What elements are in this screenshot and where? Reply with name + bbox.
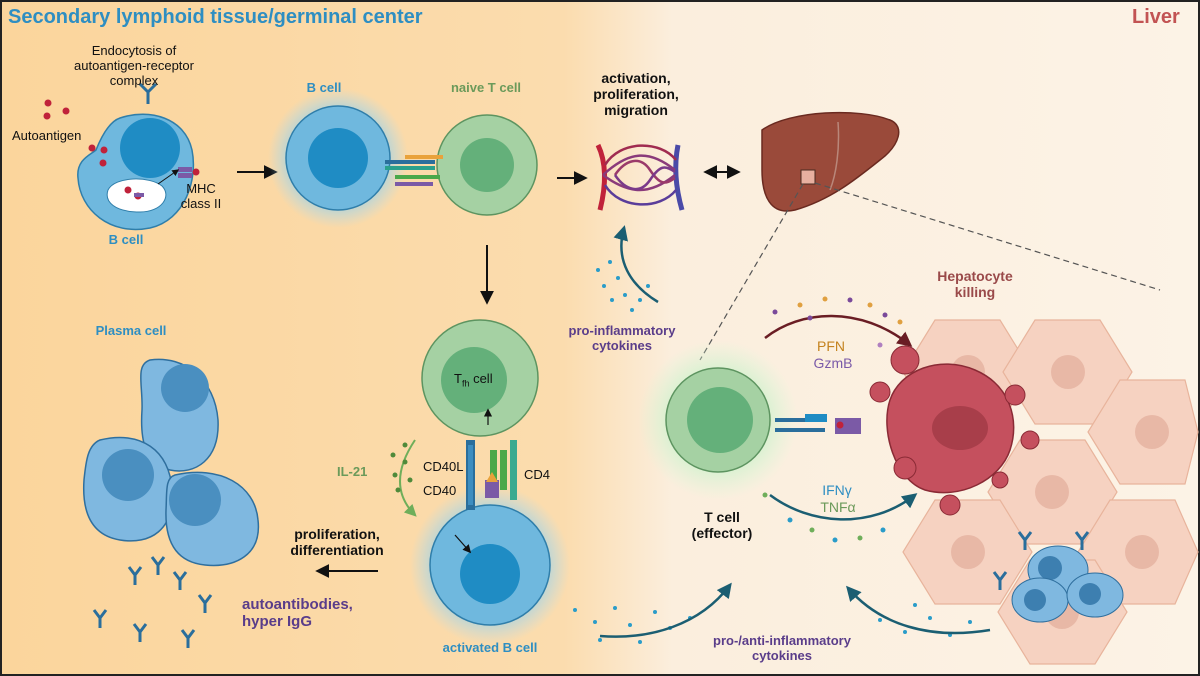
tfh-b-cell-pair	[410, 319, 570, 645]
proliferation-differentiation-label: proliferation, differentiation	[290, 526, 384, 559]
autoantibodies-label: autoantibodies, hyper IgG	[242, 596, 353, 631]
ifng-dots	[762, 492, 886, 543]
left-panel-title: Secondary lymphoid tissue/germinal cente…	[8, 6, 423, 28]
endocytosis-b-cell	[43, 82, 200, 231]
blood-vessels	[595, 143, 685, 211]
b-cell-naive-t-pair	[268, 88, 538, 228]
tnfa-label: TNFα	[820, 499, 856, 515]
pfn-label: PFN	[817, 338, 845, 354]
ifng-arrow	[769, 493, 918, 521]
endocytosis-label: Endocytosis of autoantigen-receptor comp…	[74, 43, 194, 88]
cytokine-arrow-bottom-right	[846, 585, 991, 635]
cd40-label: CD40	[423, 483, 457, 498]
t-cell-effector-label: T cell (effector)	[691, 509, 753, 542]
pfn-arrow	[764, 314, 913, 347]
zoom-line-left	[699, 183, 804, 361]
liver-antibodies	[992, 531, 1090, 590]
activated-b-cell-label: activated B cell	[442, 640, 538, 655]
effector-t-cell	[638, 340, 861, 500]
pro-anti-inflammatory-label: pro-/anti-inflammatory cytokines	[713, 633, 851, 663]
cytokine-dots-1	[596, 260, 650, 312]
il21-label: IL-21	[337, 464, 368, 479]
liver-plasma-cells	[1011, 545, 1124, 623]
cd4-label: CD4	[524, 467, 551, 482]
b-cell-label-2: B cell	[306, 80, 342, 95]
il21-dots	[390, 442, 413, 493]
tfh-cell-label: Tfh cell	[454, 371, 493, 389]
autoantigen-label: Autoantigen	[12, 128, 82, 143]
hepatocyte-nuclei	[951, 355, 1169, 629]
cytokine-arrow-bottom-left	[599, 582, 732, 638]
zoom-line-right	[814, 182, 1161, 291]
liver-organ	[761, 111, 900, 212]
naive-t-cell-label: naive T cell	[450, 80, 522, 95]
ifng-label: IFNγ	[822, 482, 852, 498]
plasma-cell-label: Plasma cell	[95, 323, 167, 338]
gzmb-label: GzmB	[813, 355, 853, 371]
antibodies-cluster	[92, 556, 213, 648]
right-panel-title: Liver	[1132, 6, 1180, 28]
pfn-dots	[772, 296, 903, 348]
killed-hepatocyte	[869, 345, 1040, 516]
il21-arrow	[399, 439, 417, 517]
pro-inflammatory-label: pro-inflammatory cytokines	[568, 323, 676, 353]
activation-label: activation, proliferation, migration	[593, 70, 679, 119]
plasma-cells	[82, 358, 260, 567]
mhc-class-ii-label: MHC class II	[180, 181, 222, 211]
hepatocyte-killing-label: Hepatocyte killing	[937, 268, 1013, 301]
cd40l-label: CD40L	[423, 459, 464, 474]
b-cell-label-1: B cell	[108, 232, 144, 247]
